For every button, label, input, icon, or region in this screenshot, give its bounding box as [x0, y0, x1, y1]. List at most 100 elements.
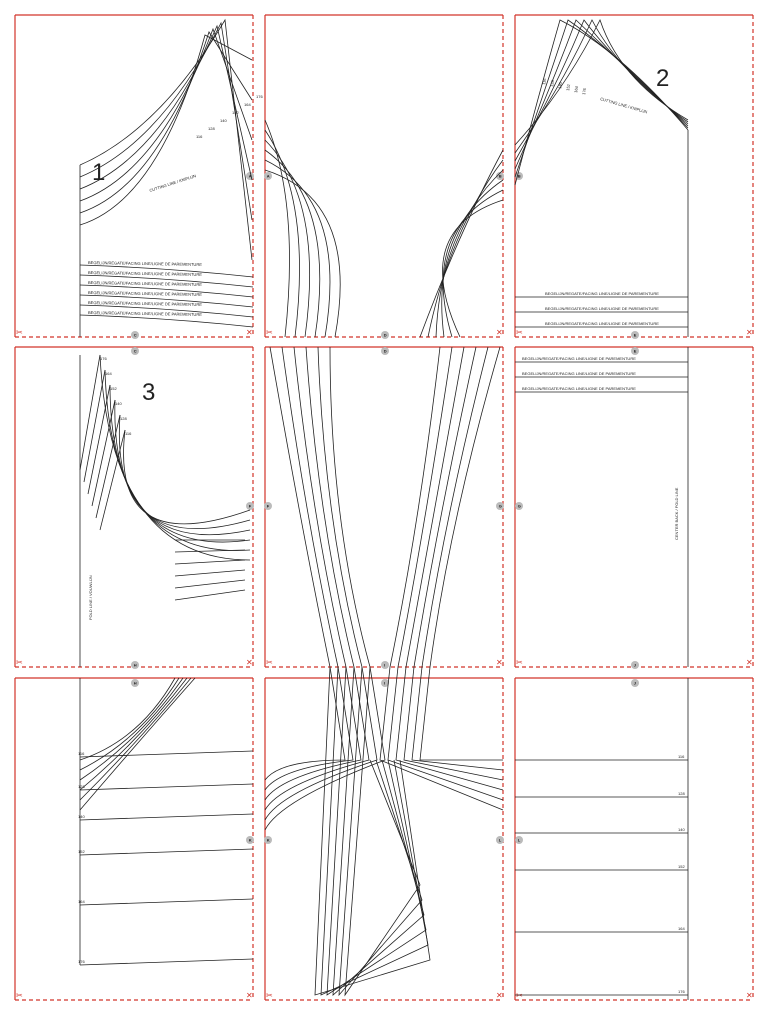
pattern-line — [79, 314, 254, 328]
pattern-line — [79, 750, 254, 758]
pattern-line — [442, 199, 504, 338]
facing-label: BEGELIJN/REGATE/FACING LINE/LIGNE DE PAR… — [88, 300, 202, 307]
size-label: 152 — [678, 864, 685, 869]
pattern-line — [395, 346, 504, 791]
tile-marker-L: L — [496, 836, 504, 844]
tile-marker-H: H — [131, 679, 139, 687]
pattern-line — [514, 19, 689, 186]
pattern-line — [79, 21, 253, 221]
pattern-line — [123, 429, 251, 525]
size-label: 176 — [678, 989, 685, 994]
tile-marker-label: A — [249, 174, 252, 179]
facing-label: BEGELIJN/REGATE/FACING LINE/LIGNE DE PAR… — [545, 306, 659, 311]
pattern-line — [264, 139, 310, 338]
facing-label: BEGELIJN/REGATE/FACING LINE/LIGNE DE PAR… — [88, 260, 202, 267]
pattern-line — [387, 346, 504, 801]
pattern-line — [79, 264, 254, 278]
cross-mark-icon: ✕ — [746, 991, 753, 1000]
tile-marker-J: J — [631, 679, 639, 687]
pattern-line — [441, 179, 504, 338]
pattern-line — [79, 677, 196, 811]
cross-mark-icon: ✕ — [246, 991, 253, 1000]
size-label: 164 — [244, 102, 251, 107]
pattern-line — [79, 284, 254, 298]
pattern-line — [326, 666, 427, 996]
size-label: 176 — [581, 87, 587, 95]
tile-marker-label: D — [384, 349, 387, 354]
pattern-line — [320, 666, 429, 996]
tile-marker-C: C — [131, 347, 139, 355]
tile-marker-G: G — [496, 502, 504, 510]
pattern-line — [264, 119, 290, 338]
size-label: 140 — [78, 814, 85, 819]
pattern-line — [79, 677, 192, 801]
tile-4: ✂✕ — [14, 346, 254, 668]
facing-label: BEGELIJN/REGATE/FACING LINE/LIGNE DE PAR… — [88, 270, 202, 277]
pattern-line — [79, 958, 254, 966]
scissors-icon: ✂ — [516, 328, 523, 337]
grain-label: CENTER BACK / FOLD LINE — [674, 487, 679, 540]
tile-marker-G: G — [515, 502, 523, 510]
pattern-line — [109, 384, 251, 543]
size-label: 140 — [557, 81, 563, 89]
tile-9: ✂✕ — [514, 677, 754, 1001]
pattern-lines: 1 CUTTING LINE / KNIPLIJN 2 CUTTING LINE… — [79, 65, 689, 1000]
tile-marker-L: L — [515, 836, 523, 844]
size-label: 164 — [78, 899, 85, 904]
tile-marker-K: K — [264, 836, 272, 844]
scissors-icon: ✂ — [266, 991, 273, 1000]
cross-mark-icon: ✕ — [746, 328, 753, 337]
tile-5: ✂✕ — [264, 346, 504, 668]
facing-label: BEGELIJN/REGATE/FACING LINE/LIGNE DE PAR… — [88, 310, 202, 317]
tile-6: ✂✕ — [514, 346, 754, 668]
tile-marker-label: C — [134, 349, 137, 354]
size-label: 152 — [110, 386, 117, 391]
tile-marker-label: J — [634, 681, 636, 686]
pattern-line — [79, 24, 253, 190]
pattern-line — [99, 429, 126, 531]
pattern-line — [114, 399, 251, 536]
pattern-line — [264, 169, 341, 338]
size-label: 176 — [78, 959, 85, 964]
tile-marker-label: K — [267, 838, 270, 843]
pattern-line — [332, 666, 425, 996]
tile-marker-label: A — [267, 174, 270, 179]
size-label: 128 — [678, 791, 685, 796]
scissors-icon: ✂ — [16, 328, 23, 337]
tile-marker-label: E — [634, 349, 637, 354]
facing-label: BEGELIJN/REGATE/FACING LINE/LIGNE DE PAR… — [522, 356, 636, 361]
size-label: 140 — [115, 401, 122, 406]
pattern-line — [514, 19, 689, 178]
pattern-line — [79, 34, 253, 226]
pattern-line — [264, 346, 370, 811]
pattern-line — [314, 666, 431, 996]
size-label: 164 — [678, 926, 685, 931]
pattern-line — [403, 346, 504, 781]
pattern-line — [79, 848, 254, 856]
size-label: 176 — [256, 94, 263, 99]
pattern-line — [344, 666, 421, 997]
facing-label: BEGELIJN/REGATE/FACING LINE/LIGNE DE PAR… — [88, 280, 202, 287]
piece-number-2: 2 — [656, 65, 669, 92]
tile-marker-F: F — [246, 502, 254, 510]
tiles: ✂✕✂✕✂✕✂✕✂✕✂✕✂✕✂✕✂✕ — [14, 14, 754, 1001]
pattern-line — [79, 677, 180, 771]
size-label: 152 — [565, 83, 571, 91]
piece-2-label: CUTTING LINE / KNIPLIJN — [600, 96, 648, 114]
pattern-line — [79, 274, 254, 288]
pattern-line — [264, 346, 346, 781]
pattern-line — [419, 346, 503, 761]
piece-number-1: 1 — [92, 159, 105, 186]
scissors-icon: ✂ — [516, 991, 523, 1000]
piece-1-label: CUTTING LINE / KNIPLIJN — [149, 173, 197, 193]
size-label: 128 — [208, 126, 215, 131]
pattern-line — [264, 129, 300, 338]
tile-marker-label: L — [518, 838, 521, 843]
pattern-line — [174, 549, 246, 553]
size-label: 140 — [678, 827, 685, 832]
tile-3: ✂✕ — [514, 14, 754, 338]
tile-marker-K: K — [246, 836, 254, 844]
size-label: 140 — [220, 118, 227, 123]
facing-label: BEGELIJN/REGATE/FACING LINE/LIGNE DE PAR… — [545, 291, 659, 296]
